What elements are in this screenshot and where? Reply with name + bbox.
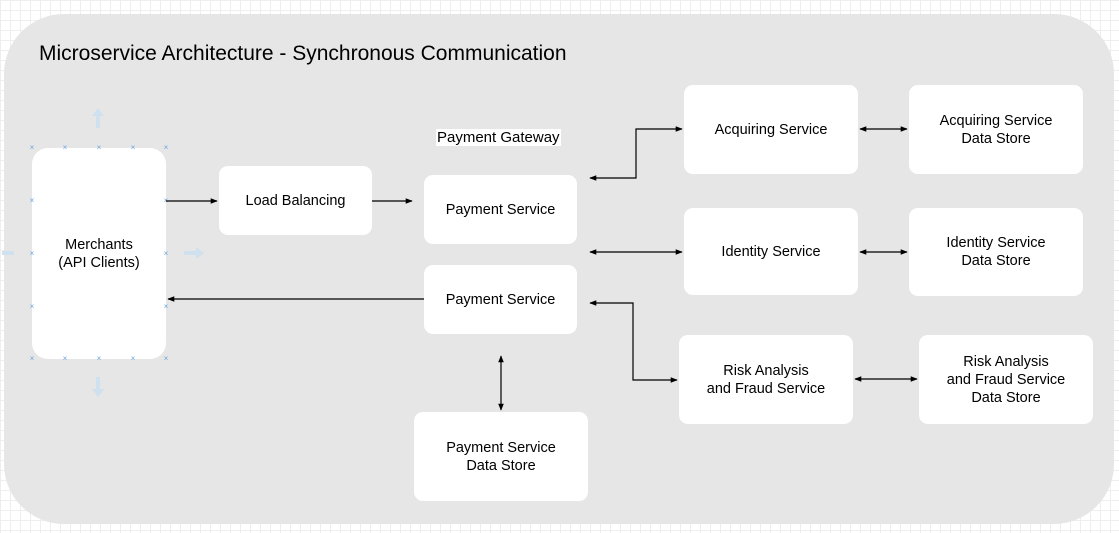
payment-service-node-1[interactable]: Payment Service [424,175,577,244]
identity-store-node[interactable]: Identity Service Data Store [909,208,1083,296]
selection-handle-icon[interactable]: × [96,354,102,363]
risk-service-label: Risk Analysis and Fraud Service [706,362,826,397]
risk-store-label: Risk Analysis and Fraud Service Data Sto… [946,353,1066,406]
risk-service-node[interactable]: Risk Analysis and Fraud Service [679,335,853,424]
load-balancing-node[interactable]: Load Balancing [219,166,372,235]
selection-handle-icon[interactable]: × [29,196,35,205]
payment-service-label-1: Payment Service [445,201,556,218]
acquiring-store-node[interactable]: Acquiring Service Data Store [909,85,1083,174]
selection-handle-icon[interactable]: × [163,302,169,311]
selection-handle-icon[interactable]: × [130,354,136,363]
payment-service-store-label: Payment Service Data Store [446,439,556,474]
risk-store-node[interactable]: Risk Analysis and Fraud Service Data Sto… [919,335,1093,424]
identity-service-node[interactable]: Identity Service [684,208,858,295]
selection-handle-icon[interactable]: × [130,143,136,152]
selection-handle-icon[interactable]: × [29,143,35,152]
diagram-title: Microservice Architecture - Synchronous … [39,42,567,65]
selection-handle-icon[interactable]: × [29,249,35,258]
payment-service-store-node[interactable]: Payment Service Data Store [414,412,588,501]
selection-handle-icon[interactable]: × [163,196,169,205]
identity-store-label: Identity Service Data Store [946,235,1046,269]
selection-handle-icon[interactable]: × [62,143,68,152]
load-balancing-label: Load Balancing [245,192,346,209]
selection-handle-icon[interactable]: × [62,354,68,363]
payment-service-label-2: Payment Service [445,291,556,308]
identity-service-label: Identity Service [721,243,821,260]
payment-gateway-label[interactable]: Payment Gateway [436,129,561,146]
merchants-node[interactable]: Merchants (API Clients) [32,148,166,359]
merchants-label: Merchants (API Clients) [58,236,140,271]
selection-handle-icon[interactable]: × [29,354,35,363]
selection-handle-icon[interactable]: × [96,143,102,152]
payment-service-node-2[interactable]: Payment Service [424,265,577,334]
selection-handle-icon[interactable]: × [163,249,169,258]
acquiring-store-label: Acquiring Service Data Store [939,112,1053,147]
selection-handle-icon[interactable]: × [163,143,169,152]
acquiring-service-node[interactable]: Acquiring Service [684,85,858,174]
acquiring-service-label: Acquiring Service [714,121,828,138]
selection-handle-icon[interactable]: × [163,354,169,363]
selection-handle-icon[interactable]: × [29,302,35,311]
